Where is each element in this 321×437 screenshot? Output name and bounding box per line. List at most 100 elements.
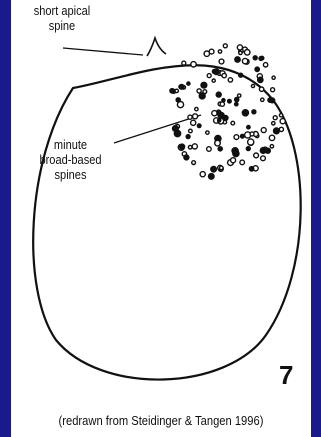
minute-spine-dot [212, 79, 215, 82]
minute-spine-dot [207, 74, 211, 78]
minute-spine-dot [254, 153, 259, 158]
minute-spine-dot [191, 62, 196, 67]
minute-spine-dot [231, 121, 235, 125]
apical-spine-label: short apical spine [31, 3, 94, 33]
minute-spine-dot [239, 51, 242, 54]
minute-spine-dot [218, 119, 221, 122]
minute-spine-dot [188, 145, 192, 149]
minute-spine-dot [232, 148, 238, 154]
minute-spine-dot [280, 119, 285, 124]
minute-spine-dot [176, 98, 180, 102]
figure-number: 7 [279, 360, 293, 391]
minute-spine-dot [199, 93, 205, 99]
minute-spine-dot [246, 147, 250, 151]
minute-spine-dot [218, 50, 221, 53]
figure-caption: (redrawn from Steidinger & Tangen 1996) [32, 413, 290, 428]
minute-spine-dot [279, 127, 283, 131]
minute-spine-dot [235, 98, 239, 102]
minute-spine-dot [195, 107, 198, 110]
minute-spine-dot [261, 98, 264, 101]
minute-spine-dot [231, 158, 236, 163]
minute-spine-dot [211, 166, 217, 172]
minute-spine-dot [237, 45, 242, 50]
minute-spine-dot [250, 132, 254, 136]
minute-spine-dot [192, 144, 197, 149]
minute-spine-dot [189, 129, 193, 133]
minute-spine-dot [234, 135, 239, 140]
minute-spine-dot [255, 67, 259, 71]
minute-spine-dot [244, 50, 250, 56]
minute-spine-dot [191, 120, 196, 125]
minute-spine-dot [240, 160, 245, 165]
minute-spine-dot [253, 56, 257, 60]
minute-spine-dot [214, 69, 220, 75]
minute-spine-dot [186, 135, 190, 139]
minute-spine-dot [174, 130, 180, 136]
minute-spine-dot [235, 57, 240, 62]
minute-spine-dot [242, 110, 248, 116]
minute-spine-dot [228, 99, 232, 103]
minute-spine-dot [272, 76, 275, 79]
minute-spine-dot [216, 92, 221, 97]
minute-spine-dot [201, 82, 207, 88]
minute-spine-dot [207, 147, 212, 152]
apical-label-line-1: short apical [31, 3, 94, 18]
minute-label-line-3: spines [30, 167, 111, 182]
minute-spine-dot [218, 113, 224, 119]
minute-spine-dot [241, 134, 245, 138]
figure-panel: short apical spine minute broad-based sp… [11, 0, 311, 437]
minute-spine-dot [268, 98, 272, 102]
minute-spine-dot [180, 144, 185, 149]
minute-spine-dot [206, 131, 209, 134]
minute-spine-dot [248, 139, 254, 145]
minute-spine-dot [197, 89, 201, 93]
minute-spine-dot [261, 128, 266, 133]
minute-spine-dot [197, 124, 201, 128]
minute-spine-dot [218, 147, 222, 151]
minute-spine-dot [238, 94, 241, 97]
minute-spine-dot [260, 148, 266, 154]
minute-spine-dot [220, 102, 224, 106]
apical-leader-line [63, 48, 143, 55]
minute-spine-dot [222, 73, 226, 77]
minute-spine-dot [193, 114, 198, 119]
minute-spine-dot [187, 82, 190, 85]
minute-spine-dot [273, 116, 277, 120]
minute-spines-label: minute broad-based spines [30, 137, 111, 182]
minute-label-line-2: broad-based [30, 152, 111, 167]
apical-label-line-2: spine [31, 18, 94, 33]
minute-spine-dot [247, 126, 250, 129]
minute-spine-cluster [170, 44, 285, 179]
minute-spine-dot [279, 114, 282, 117]
minute-spine-dot [259, 87, 263, 91]
minute-spine-dot [212, 111, 217, 116]
apical-spine [147, 38, 166, 56]
minute-label-line-1: minute [30, 137, 111, 152]
minute-spine-dot [175, 89, 178, 92]
minute-spine-dot [209, 174, 215, 180]
minute-spine-dot [170, 89, 174, 93]
minute-spine-dot [215, 140, 221, 146]
minute-spine-dot [269, 135, 274, 140]
minute-spine-dot [261, 156, 266, 161]
minute-spine-dot [249, 167, 253, 171]
minute-spine-dot [228, 78, 232, 82]
minute-spine-dot [235, 103, 238, 106]
minute-spine-dot [252, 110, 256, 114]
minute-spine-dot [220, 166, 224, 170]
minute-spine-dot [239, 73, 243, 77]
minute-spine-dot [270, 145, 273, 148]
minute-spine-dot [263, 63, 267, 67]
minute-spine-dot [258, 77, 263, 82]
minute-spine-dot [200, 172, 205, 177]
minute-spine-dot [179, 84, 184, 89]
minute-spine-dot [182, 61, 186, 65]
minute-spine-dot [184, 155, 189, 160]
cell-diagram [11, 0, 311, 437]
minute-spine-dot [188, 115, 192, 119]
cell-outline [33, 65, 300, 379]
minute-spine-dot [204, 51, 209, 56]
minute-spine-dot [192, 161, 196, 165]
minute-spine-dot [260, 56, 264, 60]
minute-spine-dot [251, 84, 254, 87]
